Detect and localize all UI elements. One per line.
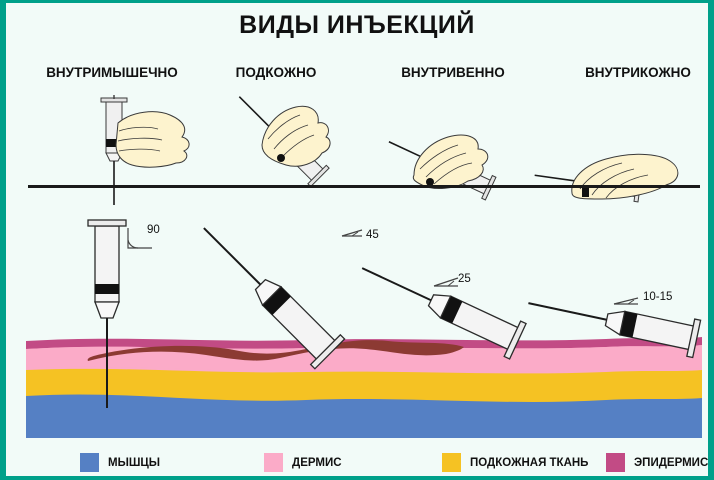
legend-item-subcutaneous: ПОДКОЖНАЯ ТКАНЬ <box>442 453 588 472</box>
angle-label-10-15: 10-15 <box>643 291 673 303</box>
column-header-intradermal: ВНУТРИКОЖНО <box>585 65 691 80</box>
skin-surface-line-top <box>28 185 700 188</box>
legend-label-subcutaneous: ПОДКОЖНАЯ ТКАНЬ <box>470 456 589 469</box>
angle-marker-10-15 <box>613 297 639 305</box>
legend-item-muscle: МЫШЦЫ <box>80 453 160 472</box>
legend-label-epidermis: ЭПИДЕРМИС <box>634 456 709 469</box>
angle-label-25: 25 <box>458 273 471 285</box>
column-header-intravenous: ВНУТРИВЕННО <box>401 65 505 80</box>
angle-marker-45 <box>341 229 363 237</box>
top-row-illustrations <box>100 95 679 205</box>
syringe-intradermal <box>528 302 702 359</box>
hand-syringe-subcutaneous <box>238 96 331 188</box>
page-title: ВИДЫ ИНЪЕКЦИЙ <box>239 11 475 39</box>
legend-swatch-epidermis <box>606 453 625 472</box>
angle-label-90: 90 <box>147 224 160 236</box>
legend-item-epidermis: ЭПИДЕРМИС <box>606 453 708 472</box>
legend: МЫШЦЫ ДЕРМИС ПОДКОЖНАЯ ТКАНЬ ЭПИДЕРМИС <box>6 451 708 475</box>
column-header-intramuscular: ВНУТРИМЫШЕЧНО <box>46 65 178 80</box>
legend-item-dermis: ДЕРМИС <box>264 453 342 472</box>
lower-diagram <box>26 219 702 438</box>
syringe-intravenous <box>361 267 527 360</box>
layer-subcutaneous <box>26 366 702 402</box>
hand-syringe-intradermal <box>534 153 679 203</box>
skin-layers <box>26 337 702 438</box>
angle-label-45: 45 <box>366 229 379 241</box>
legend-label-dermis: ДЕРМИС <box>292 456 342 469</box>
layer-muscle <box>26 392 702 438</box>
syringe-intramuscular <box>87 219 152 408</box>
angle-marker-25 <box>433 277 459 287</box>
vein <box>87 340 465 361</box>
legend-swatch-dermis <box>264 453 283 472</box>
legend-swatch-muscle <box>80 453 99 472</box>
hand-syringe-intravenous <box>388 134 497 201</box>
legend-label-muscle: МЫШЦЫ <box>108 456 161 469</box>
column-header-subcutaneous: ПОДКОЖНО <box>235 65 317 80</box>
syringe-subcutaneous <box>203 227 346 370</box>
legend-swatch-subcutaneous <box>442 453 461 472</box>
hand-syringe-intramuscular <box>100 95 190 205</box>
